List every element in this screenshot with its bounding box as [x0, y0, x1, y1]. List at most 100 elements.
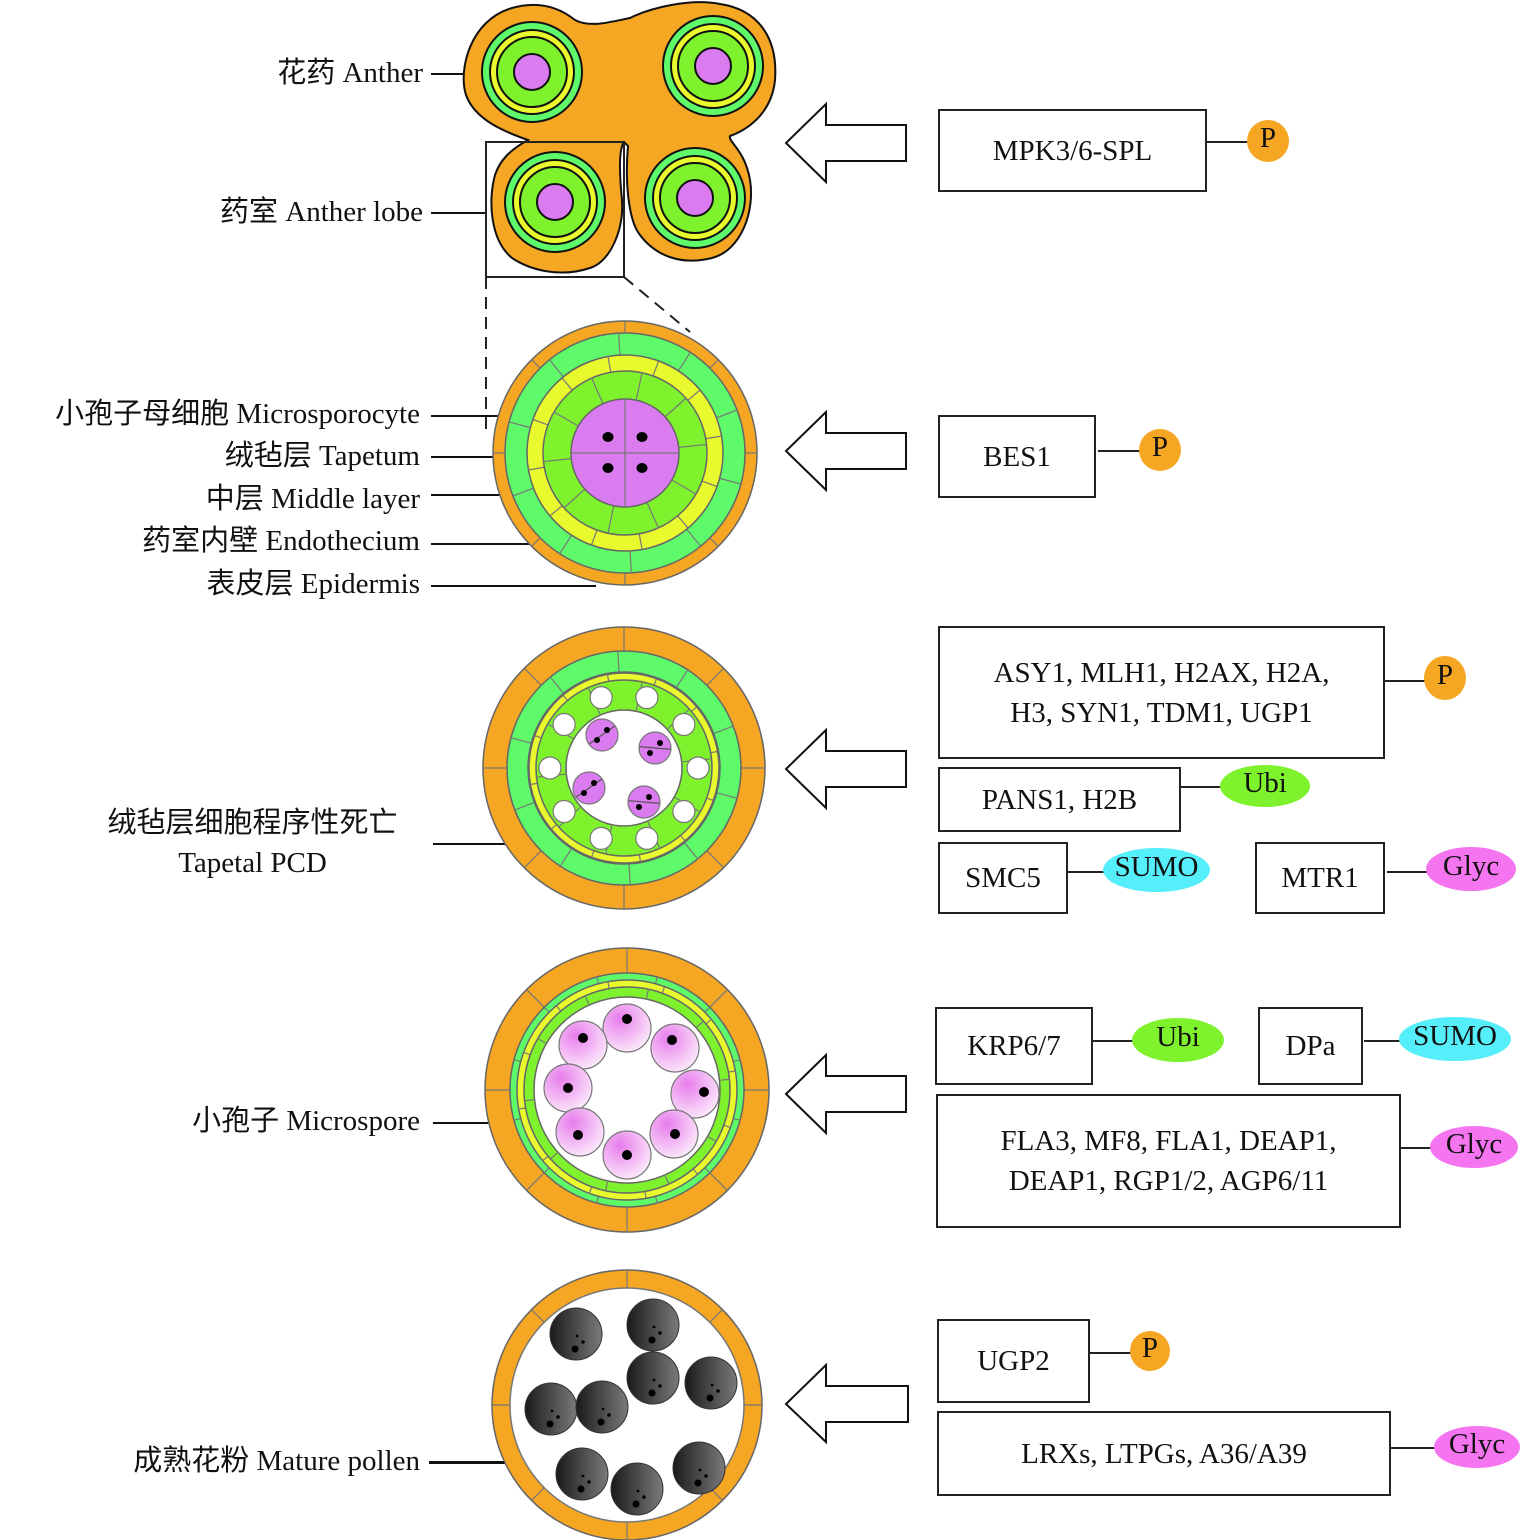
- middle-layer-cell-wall: [590, 529, 598, 546]
- endothecium-layer-cell-wall: [618, 333, 621, 356]
- tapetum-layer-cell-wall: [536, 773, 566, 778]
- nucleus: [622, 1014, 632, 1024]
- sperm-nucleus: [607, 1413, 611, 1417]
- tapetum-layer-cell-wall: [720, 1078, 730, 1081]
- arrow-left-icon: [784, 1362, 909, 1445]
- tapetum-layer-cell-wall: [550, 1152, 558, 1160]
- endothecium-layer-cell-wall: [559, 534, 573, 554]
- connector-line: [1387, 871, 1427, 873]
- middle-layer-cell-wall: [723, 1124, 731, 1129]
- epidermis-layer: [491, 1269, 763, 1540]
- degenerating-tapetum-vacuole: [589, 826, 613, 850]
- degenerating-tapetum-vacuole: [686, 756, 710, 780]
- anther-lobe-mature-pollen-stage: [491, 1269, 763, 1540]
- middle-layer-cell-wall: [653, 678, 658, 686]
- connector-line: [1068, 871, 1104, 873]
- protein-box-ugp2: UGP2: [937, 1319, 1090, 1403]
- middle-layer-cell-wall: [687, 389, 701, 401]
- leader-line-epidermis: [431, 585, 596, 587]
- protein-label-line-2: DEAP1, RGP1/2, AGP6/11: [1008, 1165, 1329, 1197]
- sperm-nucleus: [648, 1389, 656, 1397]
- sperm-nucleus: [571, 1345, 579, 1353]
- nucleus: [563, 1083, 573, 1093]
- degenerating-tapetum-vacuole: [635, 826, 659, 850]
- nucleus: [646, 794, 652, 800]
- vegetative-nucleus: [710, 1383, 714, 1387]
- protein-label: PANS1, H2B: [981, 783, 1138, 816]
- epidermis-layer-cell-wall: [531, 1487, 545, 1501]
- middle-layer-cell-wall: [549, 505, 563, 517]
- middle-layer: [526, 354, 724, 552]
- tapetum-layer-cell-wall: [587, 687, 601, 715]
- label-mature-pollen: 成熟花粉 Mature pollen: [133, 1445, 420, 1477]
- endothecium-layer-cell-wall: [733, 1059, 741, 1063]
- nucleus: [594, 737, 600, 743]
- middle-layer-cell-wall: [550, 824, 557, 830]
- tapetum-layer-cell-wall: [678, 443, 707, 448]
- tapetum-layer-cell-wall: [537, 1037, 546, 1044]
- nucleus: [636, 804, 642, 810]
- protein-box-lrxs-ltpgs: LRXs, LTPGs, A36/A39: [937, 1411, 1391, 1496]
- dyad-wall: [628, 800, 660, 804]
- mature-pollen-grain: [549, 1307, 603, 1361]
- middle-layer-cell-wall: [692, 1168, 699, 1175]
- label-tapetal-pcd-en: Tapetal PCD: [178, 847, 327, 879]
- epidermis-layer-cell-wall: [709, 989, 728, 1008]
- sperm-nucleus: [648, 1336, 656, 1344]
- endothecium-layer-cell-wall: [654, 976, 658, 984]
- epidermis-layer-cell-wall: [709, 1487, 723, 1501]
- sperm-nucleus: [556, 1415, 560, 1419]
- tapetum-layer-cell-wall: [682, 758, 712, 763]
- protein-label: LRXs, LTPGs, A36/A39: [1021, 1437, 1307, 1470]
- leader-line-anther: [431, 73, 465, 75]
- mature-pollen-grain: [524, 1382, 578, 1436]
- microspore: [602, 1130, 652, 1180]
- microspore: [555, 1107, 605, 1157]
- protein-label: BES1: [983, 440, 1051, 473]
- middle-layer-cell-wall: [542, 1155, 549, 1162]
- protein-box-meiosis-proteins: ASY1, MLH1, H2AX, H2A, H3, SYN1, TDM1, U…: [938, 626, 1385, 759]
- vegetative-nucleus: [652, 1325, 656, 1329]
- protein-label: UGP2: [977, 1345, 1050, 1377]
- connector-line: [1401, 1147, 1431, 1149]
- anther-lobe-microspore-stage: [484, 947, 770, 1233]
- endothecium-layer-cell-wall: [704, 1167, 711, 1174]
- middle-layer-cell-wall: [528, 466, 545, 471]
- degenerating-tapetum-vacuole: [538, 756, 562, 780]
- middle-layer-cell-wall: [705, 435, 722, 440]
- mature-pollen-grain: [555, 1447, 609, 1501]
- label-tapetal-pcd-zh: 绒毡层细胞程序性死亡: [107, 807, 398, 839]
- endothecium-layer-cell-wall: [733, 1117, 741, 1121]
- connector-line: [1093, 1040, 1133, 1042]
- nucleus: [636, 432, 648, 442]
- degenerating-tapetum-vacuole: [552, 712, 576, 737]
- sperm-nucleus: [587, 1480, 591, 1484]
- endothecium-layer-cell-wall: [704, 1006, 711, 1013]
- leader-line-microspore: [433, 1122, 575, 1124]
- vegetative-nucleus: [636, 1489, 640, 1493]
- tapetum-layer-cell-wall: [591, 377, 604, 404]
- tapetum-layer-cell-wall: [524, 1099, 534, 1102]
- middle-layer-cell-wall: [680, 835, 686, 842]
- nucleus: [670, 1129, 680, 1139]
- endothecium-layer-cell-wall: [596, 1196, 600, 1204]
- locule-cavity: [565, 709, 683, 827]
- endothecium-layer-cell-wall: [617, 651, 620, 673]
- anther-lobe-microsporocyte-stage: [492, 320, 758, 586]
- label-middle-layer: 中层 Middle layer: [205, 483, 420, 515]
- connector-line: [1385, 680, 1425, 682]
- leader-line-middle-layer: [431, 494, 543, 496]
- tapetum-layer-cell-wall: [635, 681, 643, 711]
- middle-layer-cell-wall: [518, 1107, 526, 1110]
- middle-layer: [528, 672, 720, 864]
- dyad-wall: [639, 746, 671, 750]
- sperm-nucleus: [577, 1485, 585, 1493]
- protein-label: DPa: [1285, 1030, 1336, 1062]
- protein-label: MTR1: [1281, 862, 1359, 894]
- endothecium-layer-cell-wall: [677, 352, 691, 372]
- sperm-nucleus: [658, 1331, 662, 1335]
- middle-layer-cell-wall: [555, 1005, 562, 1012]
- tapetum-layer-cell-wall: [647, 821, 661, 849]
- dyad: [585, 718, 619, 752]
- nucleus: [636, 463, 648, 473]
